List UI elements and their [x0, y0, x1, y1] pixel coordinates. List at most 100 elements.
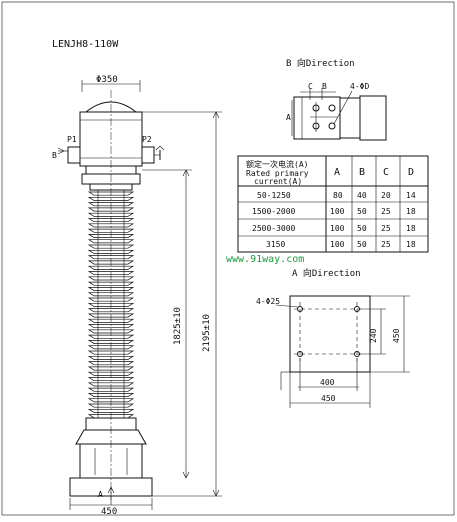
table-col-d: D	[408, 167, 414, 178]
insulator-shed	[87, 382, 135, 387]
insulator-shed	[87, 287, 135, 291]
dim-400: 400	[320, 378, 335, 387]
insulator-shed	[87, 196, 135, 201]
b-view-detail: B 向Direction C B 4-ΦD A	[286, 57, 387, 141]
table-cell: 100	[330, 224, 345, 233]
table-cell: 50	[357, 240, 367, 249]
table-cell: 25	[381, 224, 391, 233]
insulator-shed	[87, 207, 135, 212]
drawing-title: LENJH8-110W	[52, 39, 119, 50]
insulator-shed	[87, 244, 135, 249]
table-header-en2: current(A)	[254, 177, 302, 186]
insulator-shed	[87, 212, 135, 217]
b-view-label-a: A	[286, 113, 291, 122]
insulator-shed	[87, 318, 135, 323]
insulator-shed	[87, 239, 135, 244]
transformer-elevation: Φ350 P1 P2 B	[52, 75, 222, 517]
table-row-current: 1500-2000	[252, 207, 296, 216]
insulator-shed	[87, 292, 135, 297]
dim-top-diameter: Φ350	[96, 75, 118, 85]
table-row-current: 3150	[266, 240, 285, 249]
insulator-shed	[87, 255, 135, 260]
table-cell: 25	[381, 240, 391, 249]
b-view-label-c: C	[308, 82, 313, 91]
dim-240: 240	[369, 328, 378, 343]
table-cell: 40	[357, 191, 367, 200]
insulator-shed	[87, 324, 135, 329]
table-cell: 50	[357, 224, 367, 233]
insulator-shed	[87, 202, 135, 207]
table-cell: 50	[357, 207, 367, 216]
insulator-shed	[87, 398, 135, 403]
insulator-sheds	[87, 191, 135, 419]
insulator-shed	[87, 276, 135, 281]
table-cell: 20	[381, 191, 391, 200]
table-cell: 18	[406, 207, 416, 216]
table-col-b: B	[359, 167, 365, 178]
label-p1: P1	[67, 135, 77, 144]
terminal-plate	[293, 96, 341, 140]
insulator-shed	[87, 313, 135, 318]
table-cell: 25	[381, 207, 391, 216]
dim-450-vertical: 450	[392, 328, 401, 343]
insulator-shed	[87, 302, 135, 307]
insulator-shed	[87, 329, 135, 334]
dim-insulator-height: 1825±10	[173, 307, 183, 345]
dim-base-width: 450	[101, 507, 117, 517]
table-cell: 14	[406, 191, 416, 200]
table-cell: 80	[333, 191, 343, 200]
insulator-shed	[87, 340, 135, 344]
dim-overall-height: 2195±10	[202, 314, 212, 352]
table-cell: 100	[330, 207, 345, 216]
insulator-shed	[87, 265, 135, 270]
insulator-shed	[87, 345, 135, 350]
table-row-current: 2500-3000	[252, 224, 296, 233]
insulator-shed	[87, 218, 135, 223]
insulator-shed	[87, 223, 135, 228]
table-header-cn: 额定一次电流(A)	[246, 159, 308, 169]
table-cell: 100	[330, 240, 345, 249]
insulator-shed	[87, 366, 135, 371]
insulator-shed	[87, 281, 135, 286]
insulator-shed	[87, 408, 135, 413]
label-a-arrow: A	[98, 490, 103, 499]
insulator-shed	[87, 403, 135, 408]
insulator-shed	[87, 308, 135, 313]
insulator-shed	[87, 191, 135, 196]
dim-450-horizontal: 450	[321, 394, 336, 403]
insulator-shed	[87, 361, 135, 366]
a-view-title: A 向Direction	[292, 267, 361, 279]
insulator-shed	[87, 393, 135, 397]
insulator-shed	[87, 334, 135, 339]
insulator-shed	[87, 234, 135, 238]
b-view-title: B 向Direction	[286, 57, 355, 69]
table-col-c: C	[383, 167, 389, 178]
insulator-shed	[87, 297, 135, 302]
insulator-shed	[87, 228, 135, 233]
b-view-label-b: B	[322, 82, 327, 91]
label-p2: P2	[142, 135, 152, 144]
terminal-p1	[67, 146, 81, 164]
table-row-current: 50-1250	[257, 191, 291, 200]
table-header-en1: Rated primary	[246, 169, 309, 178]
a-view-label-holes: 4-Φ25	[256, 297, 280, 306]
insulator-shed	[87, 355, 135, 360]
spec-table: 额定一次电流(A) Rated primary current(A) A B C…	[237, 155, 429, 253]
terminal-block	[359, 95, 387, 141]
insulator-shed	[87, 271, 135, 276]
a-view-detail: A 向Direction 4-Φ25 240 450 400 450	[256, 267, 410, 408]
insulator-shed	[87, 371, 135, 376]
table-cell: 18	[406, 224, 416, 233]
insulator-shed	[87, 350, 135, 355]
insulator-shed	[87, 260, 135, 265]
insulator-shed	[87, 387, 135, 392]
watermark: www.91way.com	[226, 254, 304, 265]
insulator-shed	[87, 249, 135, 254]
table-cell: 18	[406, 240, 416, 249]
insulator-shed	[87, 377, 135, 382]
table-col-a: A	[334, 167, 340, 178]
terminal-p2	[141, 146, 155, 164]
